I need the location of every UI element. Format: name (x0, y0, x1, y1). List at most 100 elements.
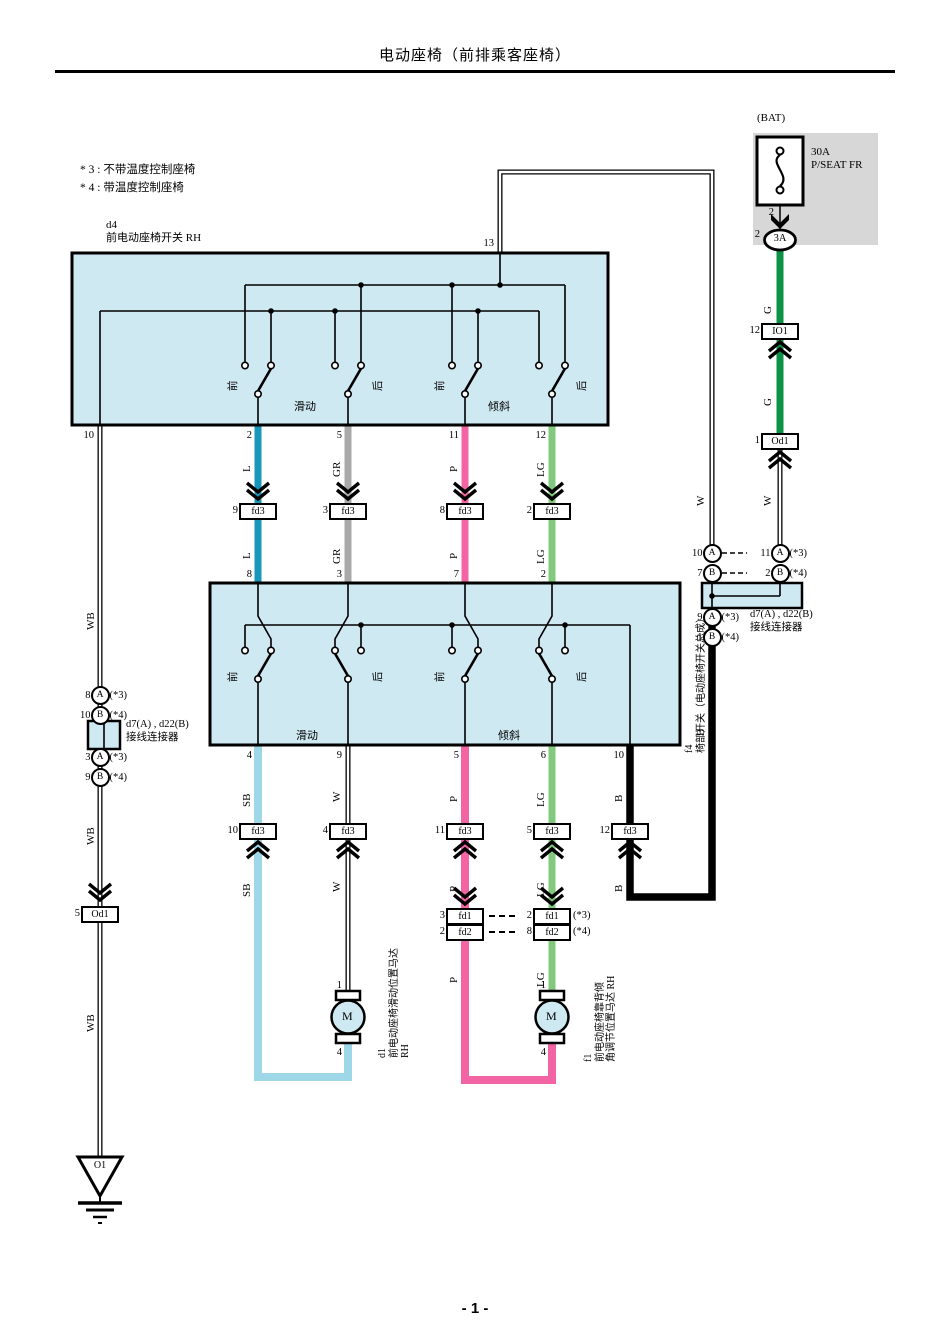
switch-func-tilt-1: 倾斜 (488, 401, 510, 413)
connector-pin-number: 11 (434, 824, 445, 836)
connector-pin-number: 3 (439, 909, 445, 921)
motor-d1-code: d1 (377, 1048, 388, 1058)
motor-f1-code: f1 (583, 1053, 594, 1062)
white-wires (97, 169, 783, 1160)
motor-d1-pin-1: 1 (336, 980, 342, 991)
connector-code: fd3 (545, 825, 559, 837)
connector-pin-number: 10 (227, 824, 239, 836)
terminal-letter: A (708, 612, 716, 622)
note-star3: * 3 : 不带温度控制座椅 (80, 164, 196, 176)
terminal-variant-note: (*3) (721, 611, 740, 623)
upper-switch-label: d4 前电动座椅开关 RH (106, 219, 201, 245)
wire-label-l-2: L (241, 552, 253, 559)
connector-code: fd3 (623, 825, 637, 837)
wire-label-b-1: B (613, 794, 625, 802)
terminal-variant-note: (*4) (721, 631, 740, 643)
pin-label-11: 11 (448, 430, 459, 441)
terminal-variant-note: (*3) (109, 751, 128, 763)
pin-label-10b: 10 (613, 750, 625, 761)
connector-pin-number: 1 (754, 434, 760, 446)
fuse-name: P/SEAT FR (811, 159, 863, 171)
pin-label-2: 2 (246, 430, 252, 441)
wire-label-w-1: W (331, 791, 343, 802)
upper-switch-box (70, 251, 610, 427)
wire-label-w-2: W (331, 881, 343, 892)
wire-label-w-right: W (762, 495, 774, 506)
fuse-arrow-icon (771, 214, 789, 229)
terminal-variant-note: (*4) (789, 567, 808, 579)
connector-pin-number: 12 (599, 824, 611, 836)
connector-pin-number: 5 (74, 907, 80, 919)
wire-label-sb-1: SB (241, 793, 253, 807)
wire-label-b-2: B (613, 884, 625, 892)
connector-pin-number: 5 (526, 824, 532, 836)
terminal-variant-note: (*3) (109, 689, 128, 701)
lower-switch-code: f4 (684, 744, 695, 753)
motor-d1-position: RH (400, 1044, 411, 1058)
fuse-rating: 30A (811, 146, 830, 158)
junction-connector-right (700, 581, 804, 610)
wire-label-lg-1: LG (535, 462, 547, 477)
wire-label-wb-1: WB (85, 612, 97, 630)
connector-code: IO1 (772, 325, 788, 337)
fuse-connector-label: 3A (773, 233, 787, 244)
pin-label-5b: 5 (453, 750, 459, 761)
terminal-letter: B (96, 772, 104, 782)
terminal-letter: B (708, 568, 716, 578)
lower-switch-internals (241, 583, 631, 745)
wire-label-w-loop: W (695, 495, 707, 506)
pin-label-8: 8 (246, 569, 252, 580)
pin-label-10: 10 (83, 430, 95, 441)
ground-code: O1 (93, 1160, 107, 1171)
motor-f1-symbol: M (546, 1009, 557, 1023)
terminal-letter: A (96, 752, 104, 762)
motor-d1 (330, 989, 366, 1045)
wire-label-p-3: P (448, 795, 460, 802)
connector-pin-number: 9 (232, 504, 238, 516)
upper-switch-internals (99, 253, 569, 425)
terminal-variant-note: (*4) (109, 709, 128, 721)
terminal-letter: B (776, 568, 784, 578)
ground-symbol (75, 1155, 125, 1224)
connector-fd3-b: 12 fd3 (600, 822, 649, 840)
switch-func-slide-2: 滑动 (296, 730, 318, 742)
wire-label-g-2: G (762, 398, 774, 406)
connector-variant-note: (*3) (573, 909, 591, 921)
header-rule (55, 70, 895, 73)
wire-label-p-2: P (448, 552, 460, 559)
connector-code: fd3 (341, 505, 355, 517)
motor-d1-pin-4: 4 (336, 1047, 342, 1058)
wire-label-p-4: P (448, 885, 460, 892)
fuse-output-connector (763, 228, 797, 252)
connector-code: fd3 (458, 825, 472, 837)
connector-code: fd3 (251, 825, 265, 837)
pin-label-6: 6 (540, 750, 546, 761)
switch-dir-front-3: 前 (228, 671, 239, 683)
lower-switch-box (208, 581, 682, 747)
switch-dir-rear-3: 后 (373, 671, 384, 683)
fuse-connector-pin: 2 (754, 229, 760, 240)
connector-pin-number: 2 (526, 909, 532, 921)
terminal-letter: A (708, 548, 716, 558)
junction-right-name: d7(A) , d22(B) (750, 609, 813, 620)
fuse-30a (755, 135, 805, 252)
terminal-pin-number: 7 (697, 567, 703, 579)
motor-f1-label: f1 前电动座椅靠背倾 角调节位置马达 RH (583, 976, 618, 1062)
terminal-letter: A (96, 690, 104, 700)
terminal-pin-number: 9 (697, 611, 703, 623)
fuse-pin: 2 (768, 207, 774, 218)
